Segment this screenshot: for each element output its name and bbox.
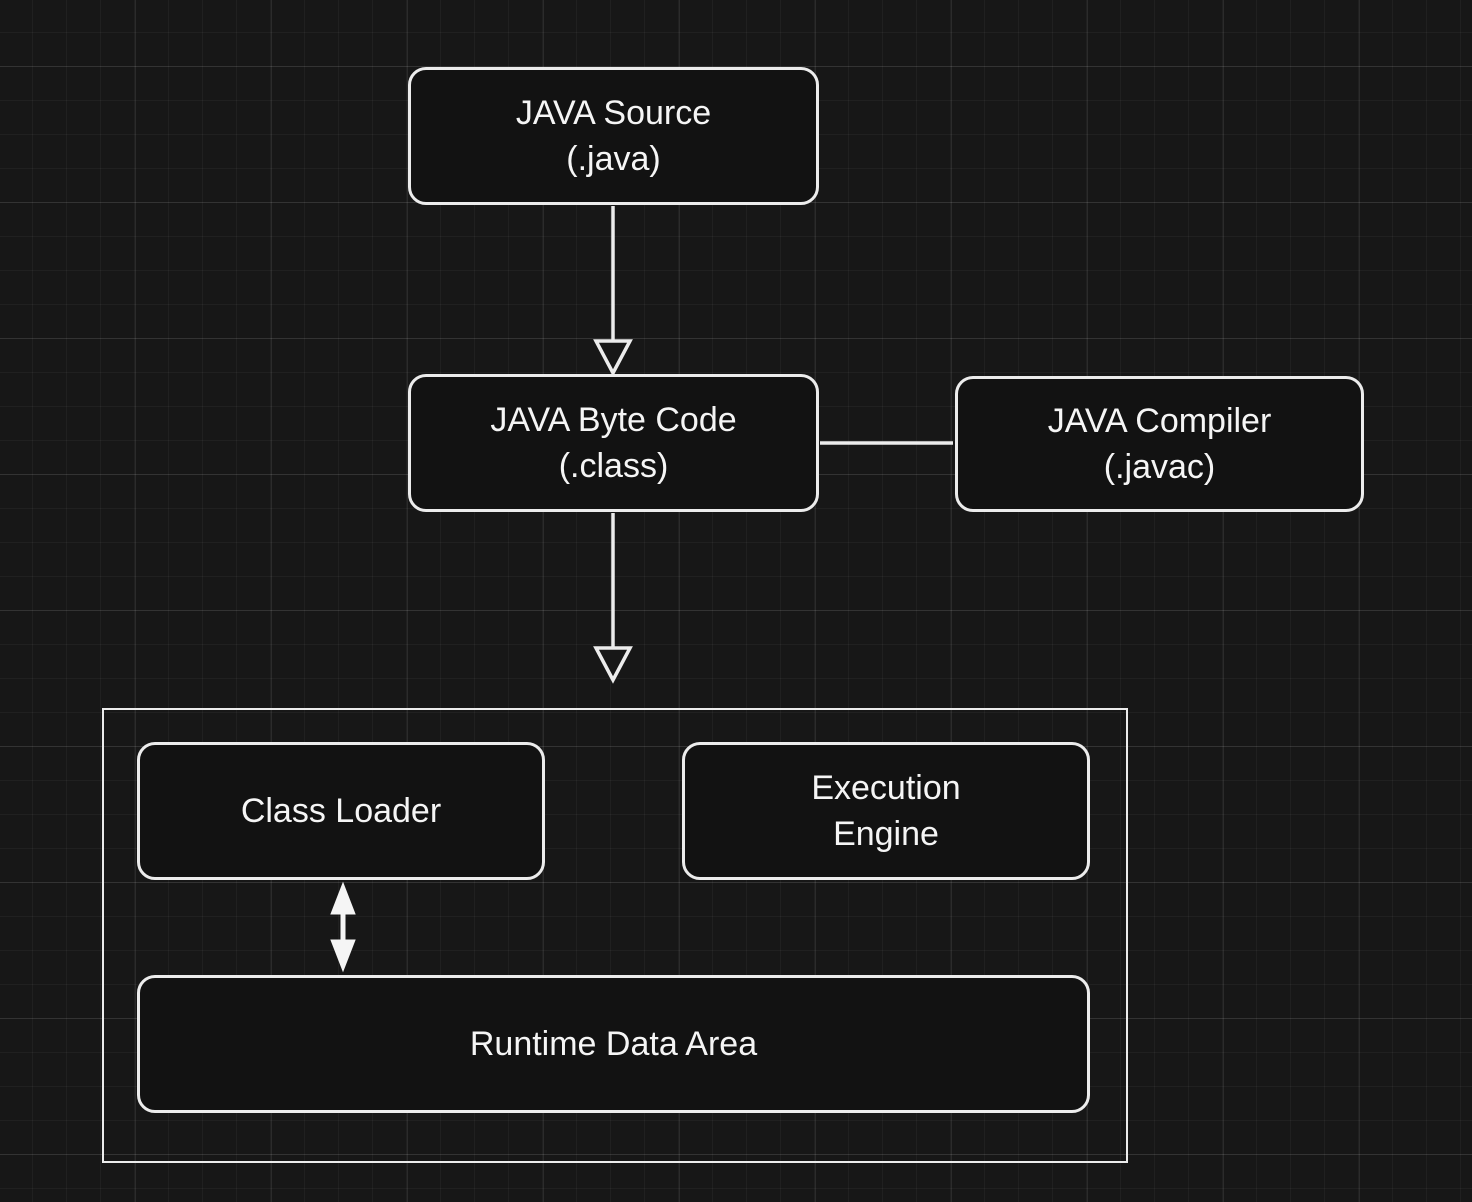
node-java-source-sublabel: (.java) (566, 140, 661, 178)
arrow-source-to-bytecode (593, 206, 633, 377)
node-execution-engine-label: Execution (811, 768, 961, 807)
node-java-byte-code-label: JAVA Byte Code (490, 400, 737, 439)
node-java-compiler-label: JAVA Compiler (1047, 401, 1272, 440)
node-runtime-data-area: Runtime Data Area (137, 975, 1090, 1113)
node-java-byte-code: JAVA Byte Code (.class) (408, 374, 819, 512)
node-java-byte-code-sublabel: (.class) (558, 447, 669, 485)
node-class-loader-label: Class Loader (240, 791, 442, 830)
jvm-container (102, 708, 1128, 1163)
node-java-compiler: JAVA Compiler (.javac) (955, 376, 1364, 512)
node-java-source-label: JAVA Source (515, 93, 712, 132)
node-class-loader: Class Loader (137, 742, 545, 880)
node-java-source: JAVA Source (.java) (408, 67, 819, 205)
node-java-compiler-sublabel: (.javac) (1103, 448, 1216, 486)
node-execution-engine: Execution Engine (682, 742, 1090, 880)
arrow-bytecode-to-jvm (593, 513, 633, 684)
node-runtime-data-area-label: Runtime Data Area (469, 1024, 758, 1063)
node-execution-engine-sublabel: Engine (833, 815, 939, 853)
